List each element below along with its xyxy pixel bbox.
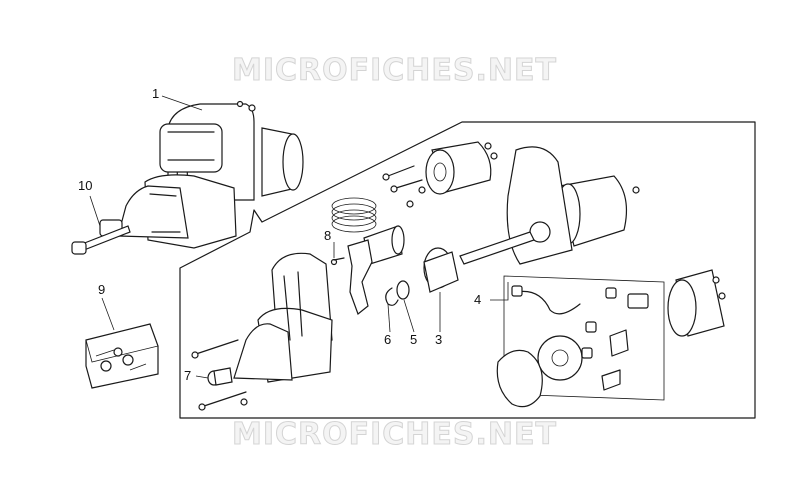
callout-8: 8: [324, 228, 331, 243]
callout-6: 6: [384, 332, 391, 347]
callout-9: 9: [98, 282, 105, 297]
pinion-drive: [423, 247, 459, 293]
screw-set-top: [382, 165, 426, 208]
brush-kit: [496, 275, 665, 408]
repair-kit: [85, 323, 159, 389]
bushing: [207, 367, 233, 386]
front-housing: [233, 252, 333, 383]
callout-7: 7: [184, 368, 191, 383]
leader-lines: [89, 95, 509, 379]
rear-housing-motor: [459, 146, 640, 265]
spring: [331, 197, 377, 233]
watermark-top: MICROFICHES.NET: [232, 53, 557, 88]
long-bolt: [71, 225, 131, 255]
callout-3: 3: [435, 332, 442, 347]
callout-5: 5: [410, 332, 417, 347]
callout-10: 10: [78, 178, 92, 193]
callout-1: 1: [152, 86, 159, 101]
watermark-bottom: MICROFICHES.NET: [232, 417, 557, 452]
starter-motor-assembly: [99, 100, 304, 249]
callout-4: 4: [474, 292, 481, 307]
snap-ring: [385, 287, 399, 306]
screw-set-bottom: [191, 339, 248, 411]
retainer-ring: [396, 280, 410, 300]
exploded-view-frame: [179, 121, 756, 419]
fork-lever: [330, 239, 373, 315]
end-cap: [667, 269, 726, 337]
solenoid: [425, 141, 498, 195]
